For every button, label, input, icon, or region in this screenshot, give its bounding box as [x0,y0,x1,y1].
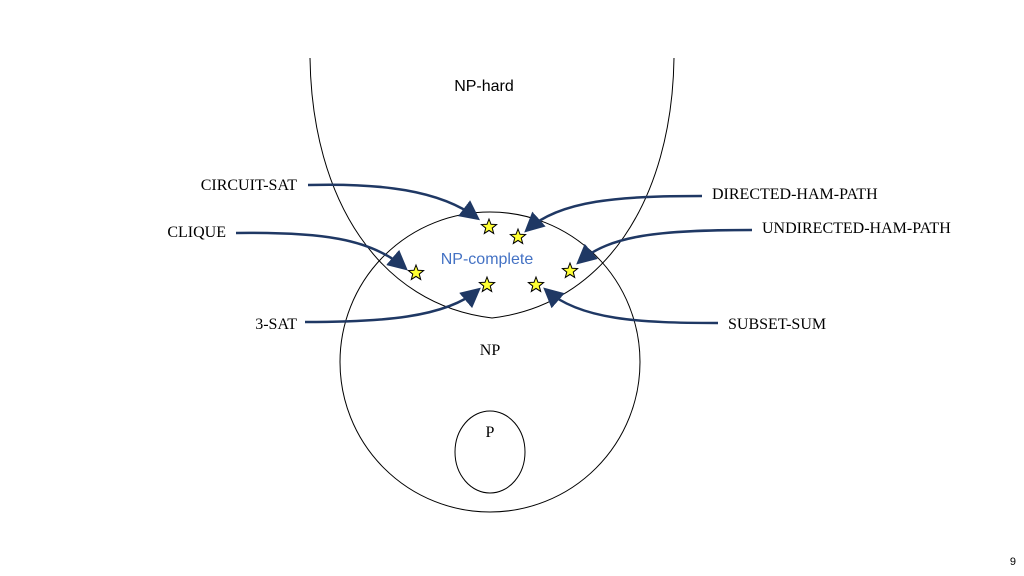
arrow-undirected-ham-path [576,228,753,265]
arrow-clique [235,231,408,271]
star-clique [407,263,425,281]
undirected-ham-path-label: UNDIRECTED-HAM-PATH [762,220,951,237]
circuit-sat-label: CIRCUIT-SAT [201,177,298,194]
np-complete-label: NP-complete [441,251,534,268]
arrow-directed-ham-path [524,194,703,233]
page-number: 9 [1010,556,1016,568]
subset-sum-label: SUBSET-SUM [728,316,826,333]
star-circuit-sat [480,217,498,235]
np-circle [339,211,641,513]
p-circle [454,410,526,494]
star-undirected-ham-path [561,261,579,279]
star-three-sat [478,275,496,293]
clique-label: CLIQUE [167,224,226,241]
directed-ham-path-label: DIRECTED-HAM-PATH [712,186,878,203]
star-subset-sum [527,275,545,293]
np-hard-label: NP-hard [454,78,514,95]
star-directed-ham-path [509,227,527,245]
three-sat-label: 3-SAT [255,316,297,333]
p-label: P [486,424,495,441]
arrow-three-sat [304,287,481,324]
arrow-subset-sum [543,287,719,325]
np-hard-region [309,57,675,319]
arrow-circuit-sat [307,183,480,221]
np-label: NP [480,342,501,359]
